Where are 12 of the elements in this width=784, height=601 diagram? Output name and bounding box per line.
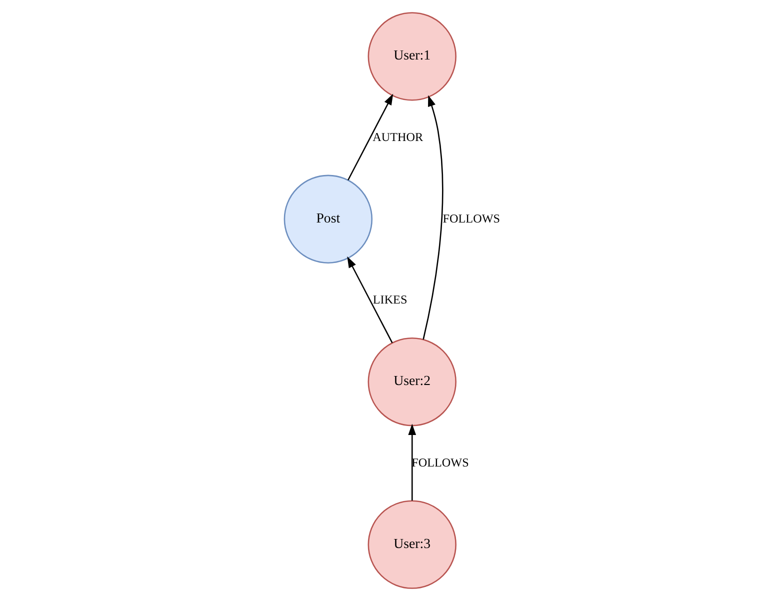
- node-circle: User:3: [368, 500, 456, 589]
- edge-label: AUTHOR: [372, 130, 424, 144]
- node-circle: Post: [284, 174, 373, 264]
- edge-label: FOLLOWS: [412, 455, 469, 470]
- edge-label: FOLLOWS: [442, 211, 500, 226]
- arrow: [422, 95, 444, 340]
- node-circle: User:2: [368, 338, 456, 426]
- edge-label: LIKES: [372, 292, 408, 307]
- arrow: [408, 424, 416, 501]
- node-circle: User:1: [368, 12, 456, 101]
- arrow: [347, 256, 393, 344]
- arrow: [347, 94, 394, 180]
